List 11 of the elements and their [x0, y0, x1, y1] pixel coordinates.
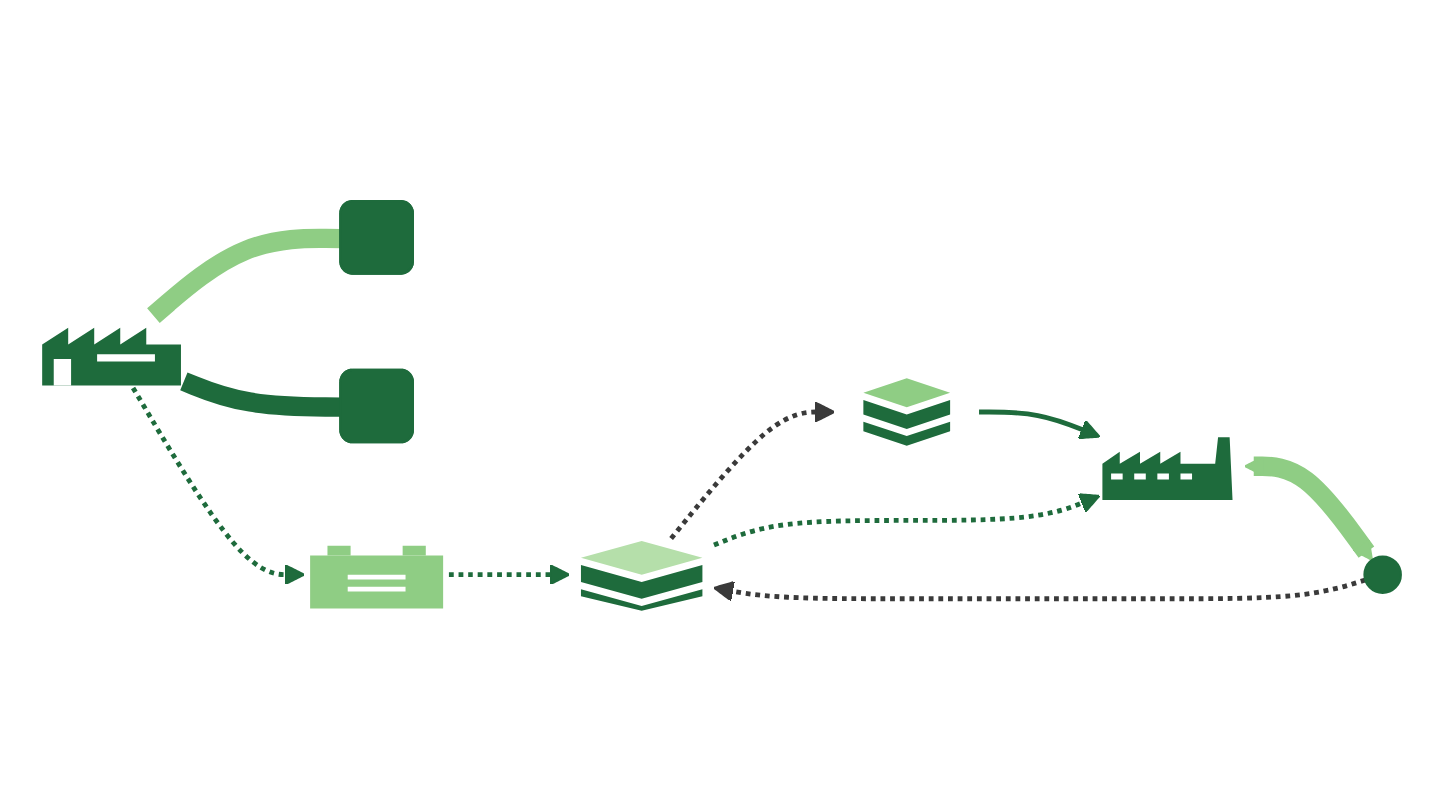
connector: [147, 227, 342, 322]
arrow: [713, 576, 1367, 601]
arrow: [669, 400, 836, 540]
arrow: [713, 492, 1101, 547]
node-picture: [1102, 436, 1233, 499]
arrow: [1244, 454, 1375, 560]
connector: [180, 371, 342, 416]
arrow: [131, 385, 306, 585]
arrow: [979, 408, 1101, 439]
node-circle: [1363, 554, 1402, 593]
arrow: [448, 563, 571, 585]
